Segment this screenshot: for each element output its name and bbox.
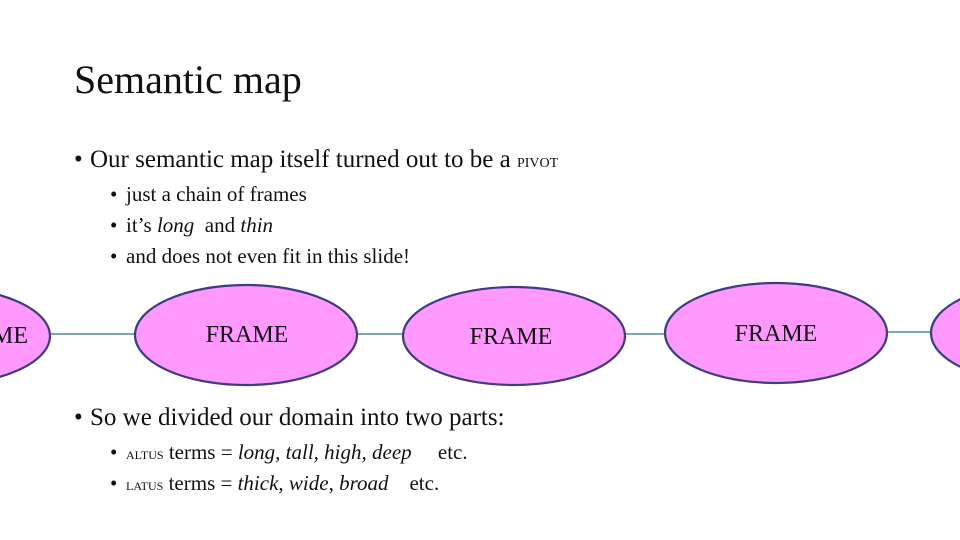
bullet-dot-icon: • bbox=[110, 213, 118, 237]
bullet-text: So we divided our domain into two parts: bbox=[90, 404, 505, 431]
bullet-dot-icon: • bbox=[74, 146, 83, 173]
frame-label-4: FRAME bbox=[735, 321, 818, 347]
bullet-text: etc. bbox=[388, 471, 440, 495]
bullet-text: terms = bbox=[163, 440, 238, 464]
latus-examples: thick, wide, broad bbox=[237, 471, 389, 495]
bullet-text: it’s bbox=[126, 213, 157, 237]
bullet-dot-icon: • bbox=[110, 182, 118, 206]
bullet-text: and does not even fit in this slide! bbox=[126, 244, 411, 268]
frame-label-2: FRAME bbox=[206, 322, 289, 348]
altus-examples: long, tall, high, deep bbox=[237, 440, 412, 464]
sub-bullet-1: • just a chain of frames bbox=[110, 182, 307, 207]
frame-label-3: FRAME bbox=[470, 324, 553, 350]
sub-bullet-altus: • ALTUS terms = long, tall, high, deep et… bbox=[110, 440, 468, 465]
slide-title: Semantic map bbox=[74, 57, 302, 102]
frame-node-3 bbox=[401, 285, 627, 387]
latus-term: LATUS bbox=[126, 475, 164, 494]
bullet-text: Our semantic map itself turned out to be… bbox=[90, 146, 517, 173]
pivot-term: PIVOT bbox=[516, 150, 559, 172]
bullet-text: just a chain of frames bbox=[126, 182, 307, 206]
italic-long: long bbox=[156, 213, 195, 237]
frame-node-5 bbox=[929, 298, 960, 368]
bullet-text: etc. bbox=[411, 440, 468, 464]
bullet-dot-icon: • bbox=[110, 471, 118, 495]
bullet-dot-icon: • bbox=[110, 244, 118, 268]
sub-bullet-latus: • LATUS terms = thick, wide, broad etc. bbox=[110, 471, 439, 496]
bullet-text: terms = bbox=[163, 471, 238, 495]
frame-label-1: ME bbox=[0, 323, 28, 349]
bullet-main-2: • So we divided our domain into two parts… bbox=[74, 404, 505, 432]
bullet-dot-icon: • bbox=[74, 404, 83, 431]
bullet-text: and bbox=[194, 213, 241, 237]
frame-node-4 bbox=[663, 281, 889, 385]
sub-bullet-2: • it’s long and thin bbox=[110, 213, 273, 238]
sub-bullet-3: • and does not even fit in this slide! bbox=[110, 244, 410, 269]
frame-node-2 bbox=[133, 283, 359, 387]
bullet-main-1: • Our semantic map itself turned out to b… bbox=[74, 146, 558, 174]
bullet-dot-icon: • bbox=[110, 440, 118, 464]
italic-thin: thin bbox=[240, 213, 274, 237]
altus-term: ALTUS bbox=[126, 444, 164, 463]
frame-node-1 bbox=[0, 294, 52, 378]
